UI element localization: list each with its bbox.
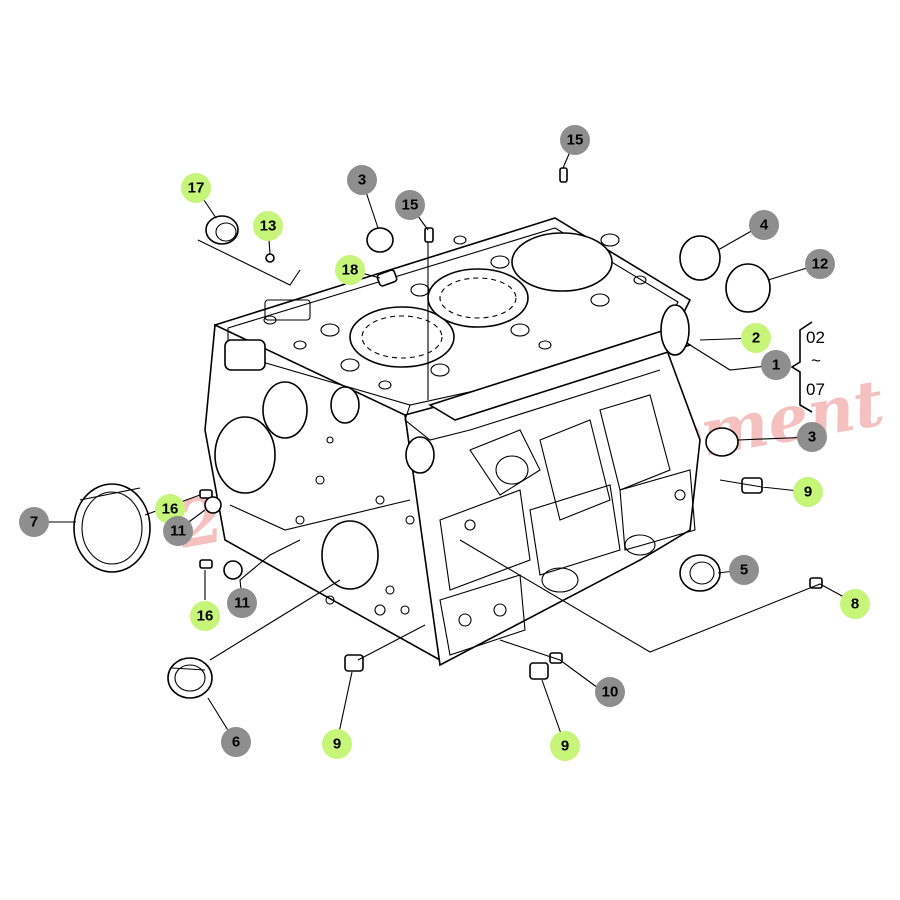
plug-10 bbox=[549, 652, 563, 664]
svg-text:12: 12 bbox=[812, 256, 829, 273]
oil-seal-5 bbox=[679, 554, 721, 592]
callout-6[interactable]: 6 bbox=[221, 727, 251, 757]
range-bracket-tilde: ~ bbox=[811, 351, 821, 370]
callout-11-lower[interactable]: 11 bbox=[227, 588, 257, 618]
svg-text:3: 3 bbox=[808, 429, 816, 446]
callout-17[interactable]: 17 bbox=[181, 173, 211, 203]
callout-16-lower[interactable]: 16 bbox=[190, 601, 220, 631]
svg-text:15: 15 bbox=[567, 132, 584, 149]
svg-text:15: 15 bbox=[402, 197, 419, 214]
svg-text:3: 3 bbox=[358, 172, 366, 189]
callout-5[interactable]: 5 bbox=[729, 555, 759, 585]
callout-9-bottom-right[interactable]: 9 bbox=[550, 731, 580, 761]
dowel-15-right bbox=[559, 167, 568, 183]
callout-2[interactable]: 2 bbox=[741, 323, 771, 353]
callout-9-right[interactable]: 9 bbox=[793, 477, 823, 507]
callout-10[interactable]: 10 bbox=[595, 677, 625, 707]
loose-parts bbox=[73, 167, 823, 699]
svg-text:17: 17 bbox=[188, 180, 205, 197]
plug-11-upper bbox=[204, 496, 222, 514]
callout-1[interactable]: 1 bbox=[761, 350, 791, 380]
plug-17 bbox=[205, 215, 239, 245]
svg-text:13: 13 bbox=[260, 218, 277, 235]
svg-text:1: 1 bbox=[772, 357, 780, 374]
svg-text:9: 9 bbox=[333, 736, 341, 753]
svg-text:16: 16 bbox=[162, 501, 179, 518]
callout-8[interactable]: 8 bbox=[840, 589, 870, 619]
callout-3-right[interactable]: 3 bbox=[797, 422, 827, 452]
svg-text:10: 10 bbox=[602, 684, 619, 701]
callout-3-top[interactable]: 3 bbox=[347, 165, 377, 195]
svg-text:4: 4 bbox=[760, 217, 769, 234]
bolt-18 bbox=[376, 269, 398, 287]
svg-text:11: 11 bbox=[234, 595, 250, 612]
bushing-7 bbox=[73, 483, 151, 573]
callout-13[interactable]: 13 bbox=[253, 211, 283, 241]
range-bracket: 02 ~ 07 bbox=[790, 321, 825, 413]
svg-text:5: 5 bbox=[740, 562, 748, 579]
plug-3-right bbox=[705, 427, 739, 457]
callout-11-upper[interactable]: 11 bbox=[163, 516, 193, 546]
callout-4[interactable]: 4 bbox=[749, 210, 779, 240]
svg-text:8: 8 bbox=[851, 596, 859, 613]
svg-text:2: 2 bbox=[752, 330, 760, 347]
bushing-6 bbox=[167, 657, 213, 699]
svg-text:9: 9 bbox=[561, 738, 569, 755]
plug-12 bbox=[725, 263, 771, 313]
callout-15-left[interactable]: 15 bbox=[395, 190, 425, 220]
fitting-9-bottom-left bbox=[344, 654, 364, 672]
dowel-16-lower bbox=[199, 559, 213, 569]
pin-13 bbox=[265, 253, 275, 263]
fitting-9-bottom-right bbox=[529, 662, 549, 680]
callouts: 17 13 3 15 15 18 4 12 bbox=[19, 125, 870, 761]
callout-15-right[interactable]: 15 bbox=[560, 125, 590, 155]
cylinder-bore-3 bbox=[511, 232, 613, 292]
plug-3-top bbox=[366, 227, 394, 253]
svg-text:18: 18 bbox=[342, 262, 359, 279]
range-bracket-bottom: 07 bbox=[806, 380, 825, 399]
dowel-16-upper bbox=[199, 489, 213, 499]
plug-4 bbox=[679, 235, 721, 281]
dowel-15-left bbox=[424, 227, 434, 243]
svg-text:9: 9 bbox=[804, 484, 812, 501]
callout-7[interactable]: 7 bbox=[19, 507, 49, 537]
plug-11-lower bbox=[223, 560, 243, 580]
callout-12[interactable]: 12 bbox=[805, 249, 835, 279]
callout-9-bottom-left[interactable]: 9 bbox=[322, 729, 352, 759]
svg-text:11: 11 bbox=[170, 523, 186, 540]
svg-text:7: 7 bbox=[30, 514, 38, 531]
svg-text:16: 16 bbox=[197, 608, 214, 625]
cylinder-block bbox=[204, 217, 701, 667]
svg-text:6: 6 bbox=[232, 734, 240, 751]
fitting-8 bbox=[809, 577, 823, 589]
range-bracket-top: 02 bbox=[806, 328, 825, 347]
callout-18[interactable]: 18 bbox=[335, 255, 365, 285]
